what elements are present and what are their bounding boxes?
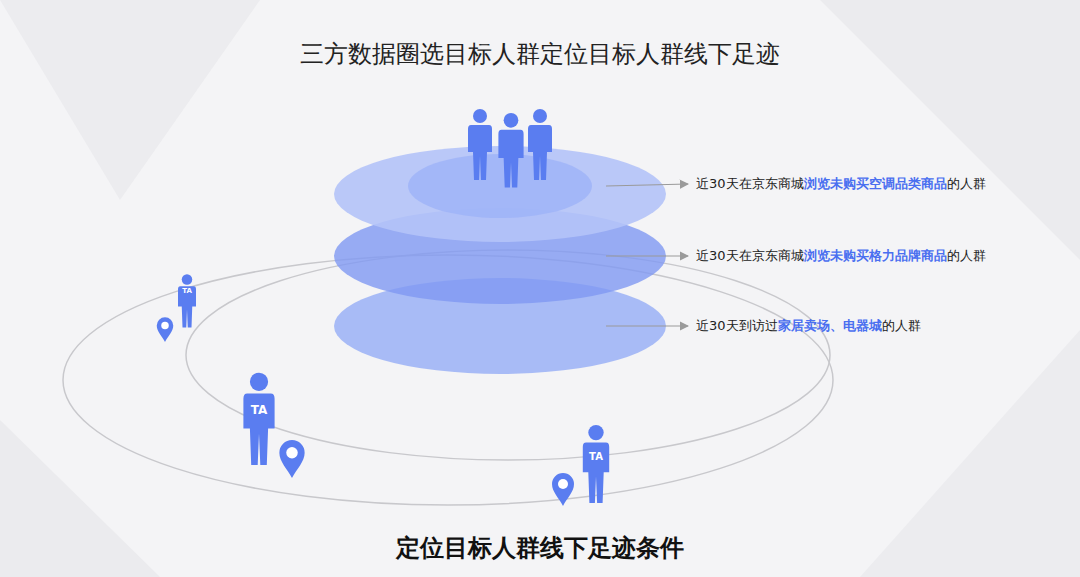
- person-tag: TA: [589, 452, 603, 462]
- annotation-text: 近30天到访过: [696, 318, 778, 333]
- annotation-text: 近30天在京东商城: [696, 248, 804, 263]
- annotation-text: 的人群: [947, 248, 986, 263]
- annotation-line: 近30天到访过家居卖场、电器城的人群: [696, 317, 921, 335]
- annotation-text: 近30天在京东商城: [696, 176, 804, 191]
- highlight-text: 家居卖场、电器城: [778, 318, 882, 333]
- annotation-line: 近30天在京东商城浏览未购买格力品牌商品的人群: [696, 247, 986, 265]
- person-tag: TA: [182, 288, 192, 295]
- annotation-text: 的人群: [882, 318, 921, 333]
- annotation-line: 近30天在京东商城浏览未购买空调品类商品的人群: [696, 175, 986, 193]
- annotation-text: 的人群: [947, 176, 986, 191]
- caption: 定位目标人群线下足迹条件: [0, 532, 1080, 564]
- title: 三方数据圈选目标人群定位目标人群线下足迹: [0, 38, 1080, 70]
- highlight-text: 浏览未购买格力品牌商品: [804, 248, 947, 263]
- highlight-text: 浏览未购买空调品类商品: [804, 176, 947, 191]
- person-tag: TA: [251, 404, 268, 416]
